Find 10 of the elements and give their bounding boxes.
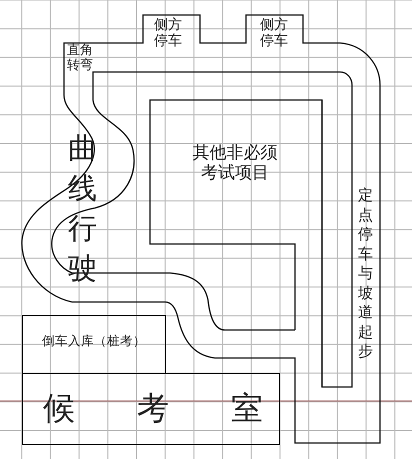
room-label: 候考室: [43, 390, 263, 427]
exam-area-box: [150, 100, 323, 388]
road-label: 侧方停车: [154, 17, 183, 50]
road-label: 侧方停车: [260, 17, 289, 50]
area-label: 倒车入库（桩考）: [41, 334, 147, 348]
vertical-road-label: 定点停车与坡道起步: [358, 186, 374, 362]
reverse-parking-box: [22, 315, 166, 374]
area-label: 其他非必须考试项目: [192, 144, 278, 184]
road-label: 直角转弯: [67, 44, 94, 74]
waiting-room-box: [22, 373, 280, 445]
